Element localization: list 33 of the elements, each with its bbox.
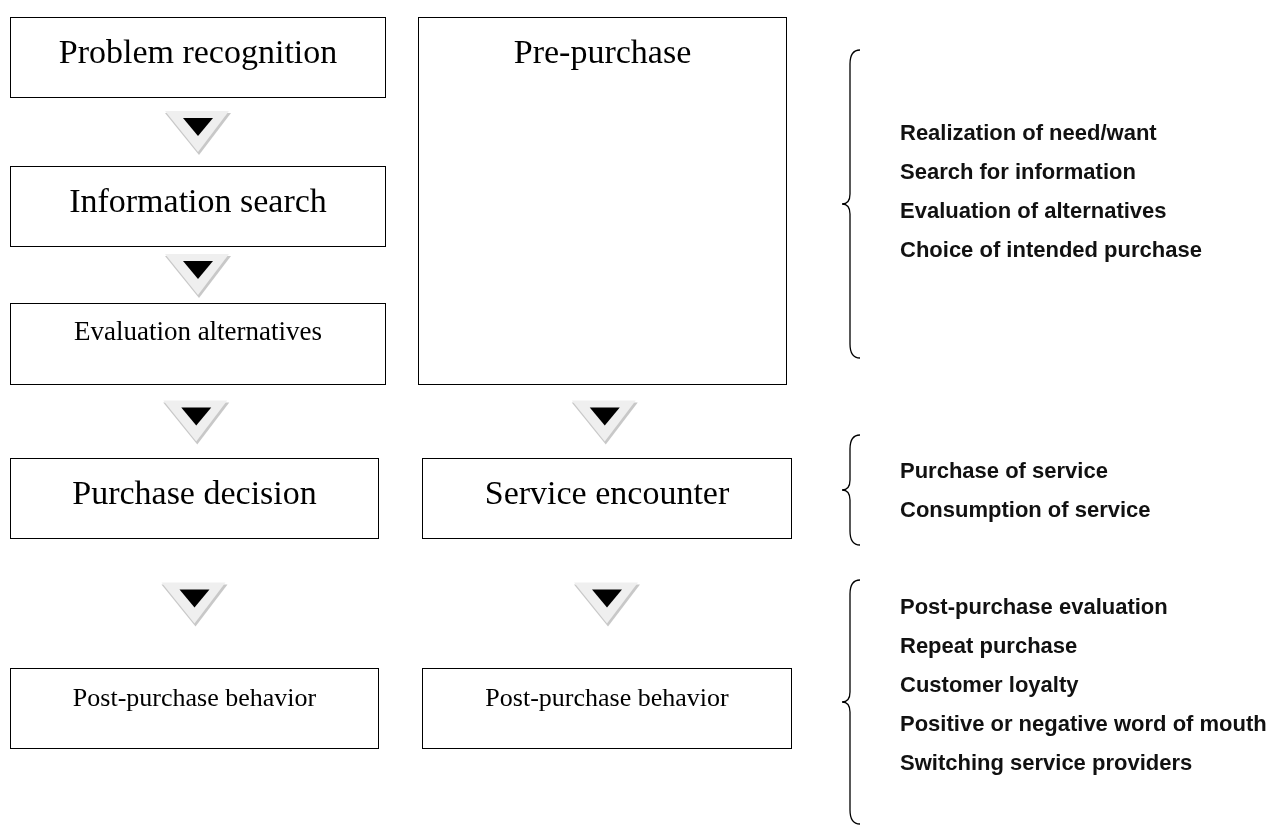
note-text: Search for information <box>900 158 1137 186</box>
arrow <box>163 400 230 445</box>
process-box <box>422 458 792 539</box>
note-text: Customer loyalty <box>900 671 1080 699</box>
process-box <box>10 458 379 539</box>
process-box <box>10 166 386 247</box>
arrow <box>165 254 231 298</box>
box-label: Problem recognition <box>58 32 338 72</box>
box-label: Pre-purchase <box>513 32 692 72</box>
note-text: Post-purchase evaluation <box>900 593 1169 621</box>
box-label: Evaluation alternatives <box>73 316 323 348</box>
process-box <box>418 17 787 385</box>
note-text: Consumption of service <box>900 496 1152 524</box>
box-label: Information search <box>69 181 327 221</box>
note-text: Positive or negative word of mouth <box>900 710 1268 738</box>
process-box <box>422 668 792 749</box>
note-text: Realization of need/want <box>900 119 1158 147</box>
process-box <box>10 303 386 385</box>
box-label: Post-purchase behavior <box>72 683 317 713</box>
box-label: Post-purchase behavior <box>485 683 729 713</box>
box-label: Service encounter <box>484 473 730 513</box>
process-box <box>10 668 379 749</box>
process-box <box>10 17 386 98</box>
arrow <box>571 400 638 445</box>
note-text: Evaluation of alternatives <box>900 197 1168 225</box>
arrow <box>161 582 228 627</box>
box-label: Purchase decision <box>72 473 317 513</box>
arrow <box>574 582 640 627</box>
note-text: Repeat purchase <box>900 632 1079 660</box>
note-text: Switching service providers <box>900 749 1194 777</box>
note-text: Choice of intended purchase <box>900 236 1203 264</box>
arrow <box>165 111 231 155</box>
note-text: Purchase of service <box>900 457 1109 485</box>
